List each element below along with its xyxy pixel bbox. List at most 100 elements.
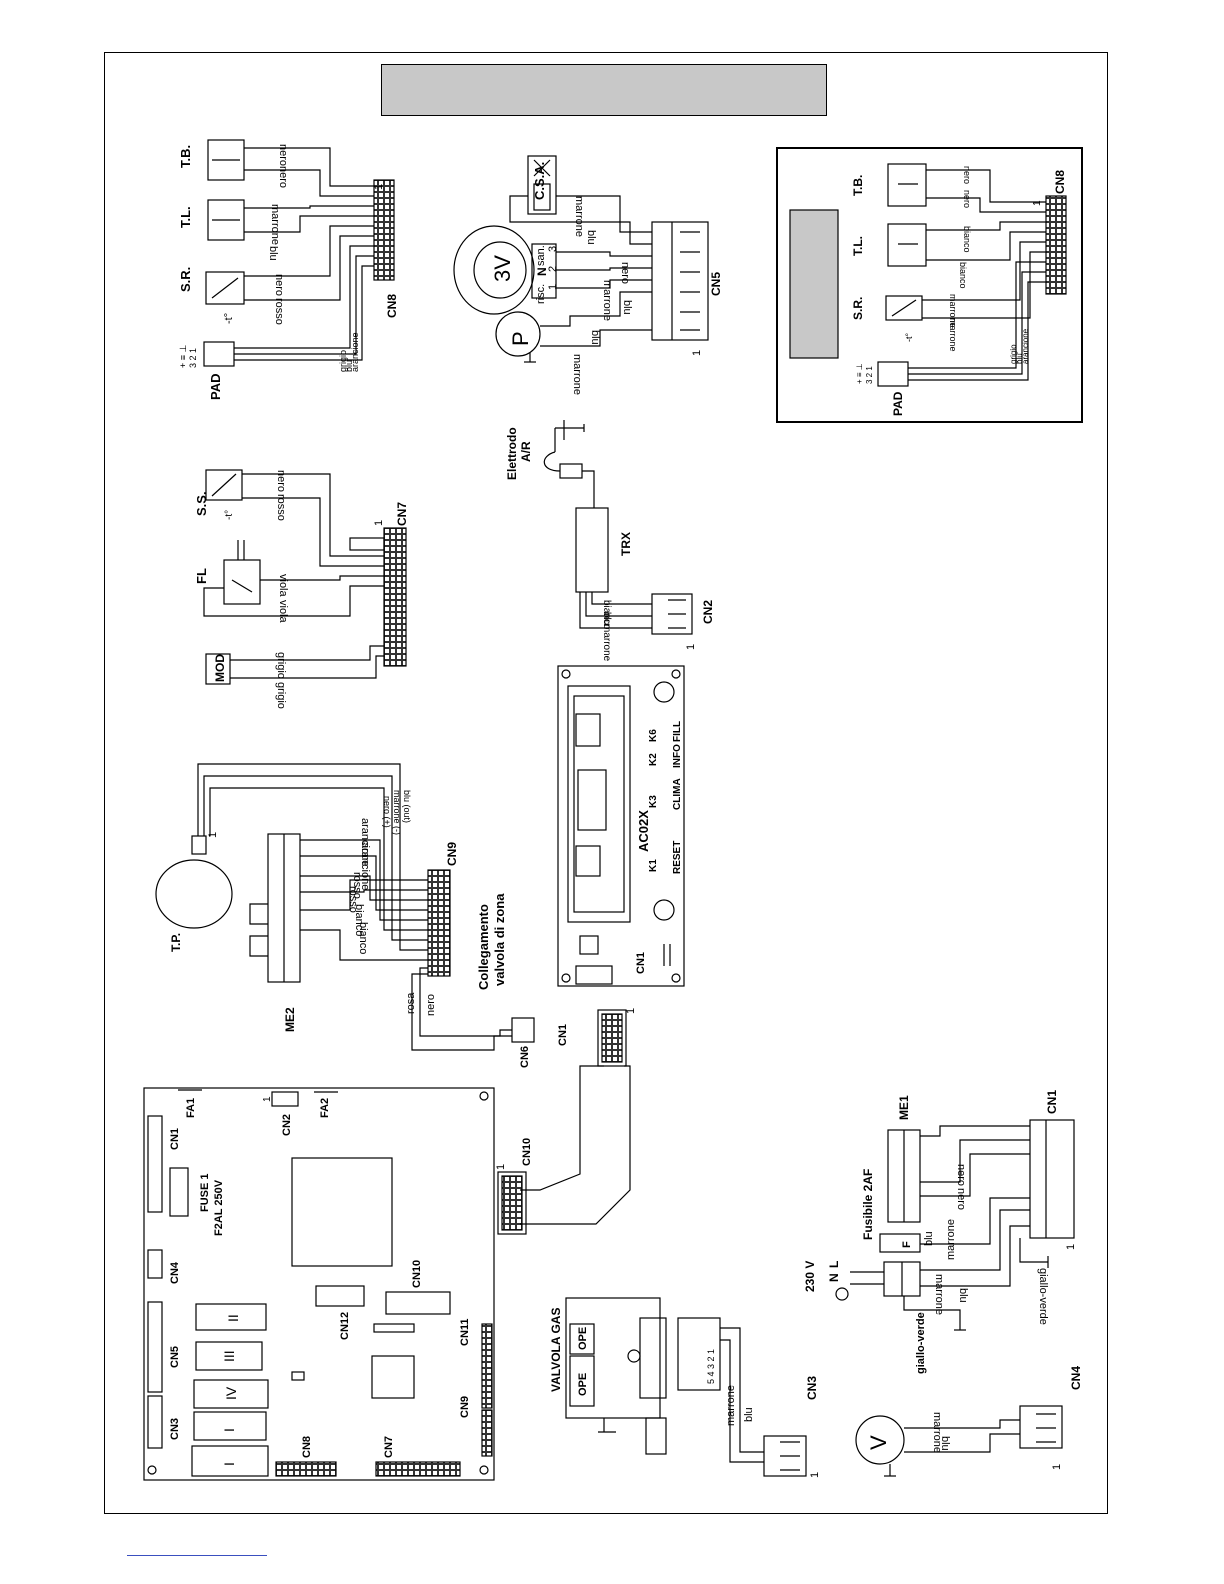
csa-label: C.S.A. bbox=[532, 162, 547, 200]
relay-I-a-label: I bbox=[221, 1428, 237, 1432]
zone-valve-label-1: Collegamento bbox=[476, 904, 491, 990]
k6-label: K6 bbox=[648, 729, 659, 742]
inset-cn8-label: CN8 bbox=[1053, 170, 1067, 194]
wire-blu: blu bbox=[344, 360, 354, 372]
tp-label: T.P. bbox=[169, 933, 183, 952]
wire-blu: blu bbox=[601, 612, 612, 625]
cn8-pin1: 1 bbox=[373, 184, 385, 190]
pcb-cn11-label: CN11 bbox=[459, 1318, 471, 1346]
ope-a-label: OPE bbox=[577, 1373, 589, 1396]
power-cn1-label: CN1 bbox=[1045, 1090, 1059, 1114]
trx-label: TRX bbox=[619, 532, 633, 556]
wire-blu: blu bbox=[957, 1288, 969, 1303]
wire-giallo-verde: giallo-verde bbox=[915, 1312, 927, 1374]
diagram-frame bbox=[104, 52, 1108, 1514]
ribbon-cable bbox=[497, 1009, 631, 1235]
pcb-cn12-label: CN12 bbox=[339, 1312, 351, 1340]
cn9-connector bbox=[427, 869, 451, 977]
wire-marrone: marrone bbox=[601, 624, 612, 662]
neutral-label: N bbox=[827, 1273, 841, 1282]
wire-grigio: grigio bbox=[275, 682, 287, 709]
pcb-cn1 bbox=[147, 1115, 163, 1213]
fan-section bbox=[855, 1405, 1063, 1477]
fan-cn4-label: CN4 bbox=[1069, 1366, 1083, 1390]
reset-button[interactable]: RESET bbox=[672, 841, 683, 874]
inset-wire-nero: nero bbox=[962, 190, 972, 208]
pump bbox=[495, 311, 541, 357]
cn5-label: CN5 bbox=[709, 272, 723, 296]
wire-rosso: rosso bbox=[351, 872, 363, 899]
wire-marrone: marrone bbox=[933, 1274, 945, 1315]
ss-temp-symbol: -t° bbox=[224, 510, 235, 520]
fan-cn4-pin1: 1 bbox=[1051, 1464, 1063, 1470]
pcb-cn5-label: CN5 bbox=[169, 1346, 181, 1368]
ss-label: S.S. bbox=[194, 491, 209, 516]
pcb-cn9 bbox=[481, 1409, 493, 1457]
tb-sensor bbox=[207, 139, 245, 181]
fuse-rating: F2AL 250V bbox=[213, 1179, 225, 1236]
cn5-pin1: 1 bbox=[691, 350, 703, 356]
footer-link-line bbox=[127, 1555, 267, 1556]
sr-sensor bbox=[205, 271, 245, 305]
cn8-label: CN8 bbox=[385, 294, 399, 318]
ribbon-cn1 bbox=[597, 1009, 627, 1067]
pad-connector bbox=[203, 341, 235, 367]
relay-III-label: III bbox=[221, 1350, 237, 1362]
pcb-cn3 bbox=[147, 1395, 163, 1449]
fan-v-label: V bbox=[866, 1435, 891, 1450]
cn8-connector bbox=[373, 179, 395, 281]
relay-II-label: II bbox=[225, 1314, 241, 1322]
three-v-label: 3V bbox=[490, 255, 515, 282]
inset-tb-label: T.B. bbox=[851, 175, 865, 196]
wire-marrone: marrone bbox=[945, 1219, 957, 1260]
pcb-cn8 bbox=[275, 1461, 337, 1477]
fill-button[interactable]: FILL bbox=[672, 721, 683, 742]
wire-bianco: bianco bbox=[601, 600, 612, 630]
pcb-cn2 bbox=[271, 1091, 299, 1107]
pcb-cn7 bbox=[375, 1461, 461, 1477]
trx-transformer bbox=[575, 507, 609, 593]
fan-cn4 bbox=[1019, 1405, 1063, 1449]
display-model: AC02X bbox=[636, 810, 651, 852]
cn9-section bbox=[155, 763, 535, 1051]
t2-label: 2 bbox=[547, 266, 559, 272]
wire-bianco: bianco bbox=[357, 922, 369, 954]
ribbon-cn10-label: CN10 bbox=[521, 1138, 533, 1166]
wire-grigio: grigio bbox=[275, 652, 287, 679]
pcb-cn1-label: CN1 bbox=[169, 1128, 181, 1150]
pcb-cn3-label: CN3 bbox=[169, 1418, 181, 1440]
pcb-cn8-label: CN8 bbox=[301, 1436, 313, 1458]
ribbon-pin1b: 1 bbox=[495, 1164, 507, 1170]
inset-tl-label: T.L. bbox=[851, 236, 865, 256]
clima-button[interactable]: CLIMA bbox=[672, 778, 683, 810]
inset-sr-temp-symbol: -t° bbox=[904, 333, 914, 342]
inset-gray-panel bbox=[789, 209, 839, 359]
info-button[interactable]: INFO bbox=[672, 744, 683, 768]
wire-blu: blu bbox=[621, 300, 633, 315]
tp-pin1: 1 bbox=[207, 832, 219, 838]
gas-valve-body bbox=[565, 1297, 661, 1419]
gas-valve-title: VALVOLA GAS bbox=[549, 1308, 563, 1392]
wire-blu: blu bbox=[267, 246, 279, 261]
inset-sr-label: S.R. bbox=[851, 297, 865, 320]
ignition-cn2 bbox=[651, 593, 693, 635]
inset-wire-marrone: marrone bbox=[948, 294, 958, 328]
zone-valve-label-2: valvola di zona bbox=[492, 893, 507, 986]
inset-box bbox=[776, 147, 1083, 423]
wire-blu: blu bbox=[939, 1436, 951, 1451]
knob-bottom[interactable] bbox=[653, 899, 675, 921]
knob-top[interactable] bbox=[653, 681, 675, 703]
inset-cn8-connector bbox=[1045, 195, 1067, 295]
wire-arancione: arancione bbox=[350, 332, 360, 372]
inset-wire-bianco: bianco bbox=[962, 226, 972, 253]
sr-label: S.R. bbox=[178, 267, 193, 292]
san-label: san. bbox=[535, 245, 547, 266]
relay-I-b bbox=[191, 1445, 269, 1477]
electrode-label: Elettrodo bbox=[505, 427, 519, 480]
pcb-cn10 bbox=[385, 1291, 451, 1315]
ignition-cn2-pin1: 1 bbox=[685, 644, 697, 650]
main-chip bbox=[291, 1157, 393, 1267]
wire-marrone: marrone bbox=[573, 196, 585, 237]
lcd-window bbox=[567, 685, 631, 923]
